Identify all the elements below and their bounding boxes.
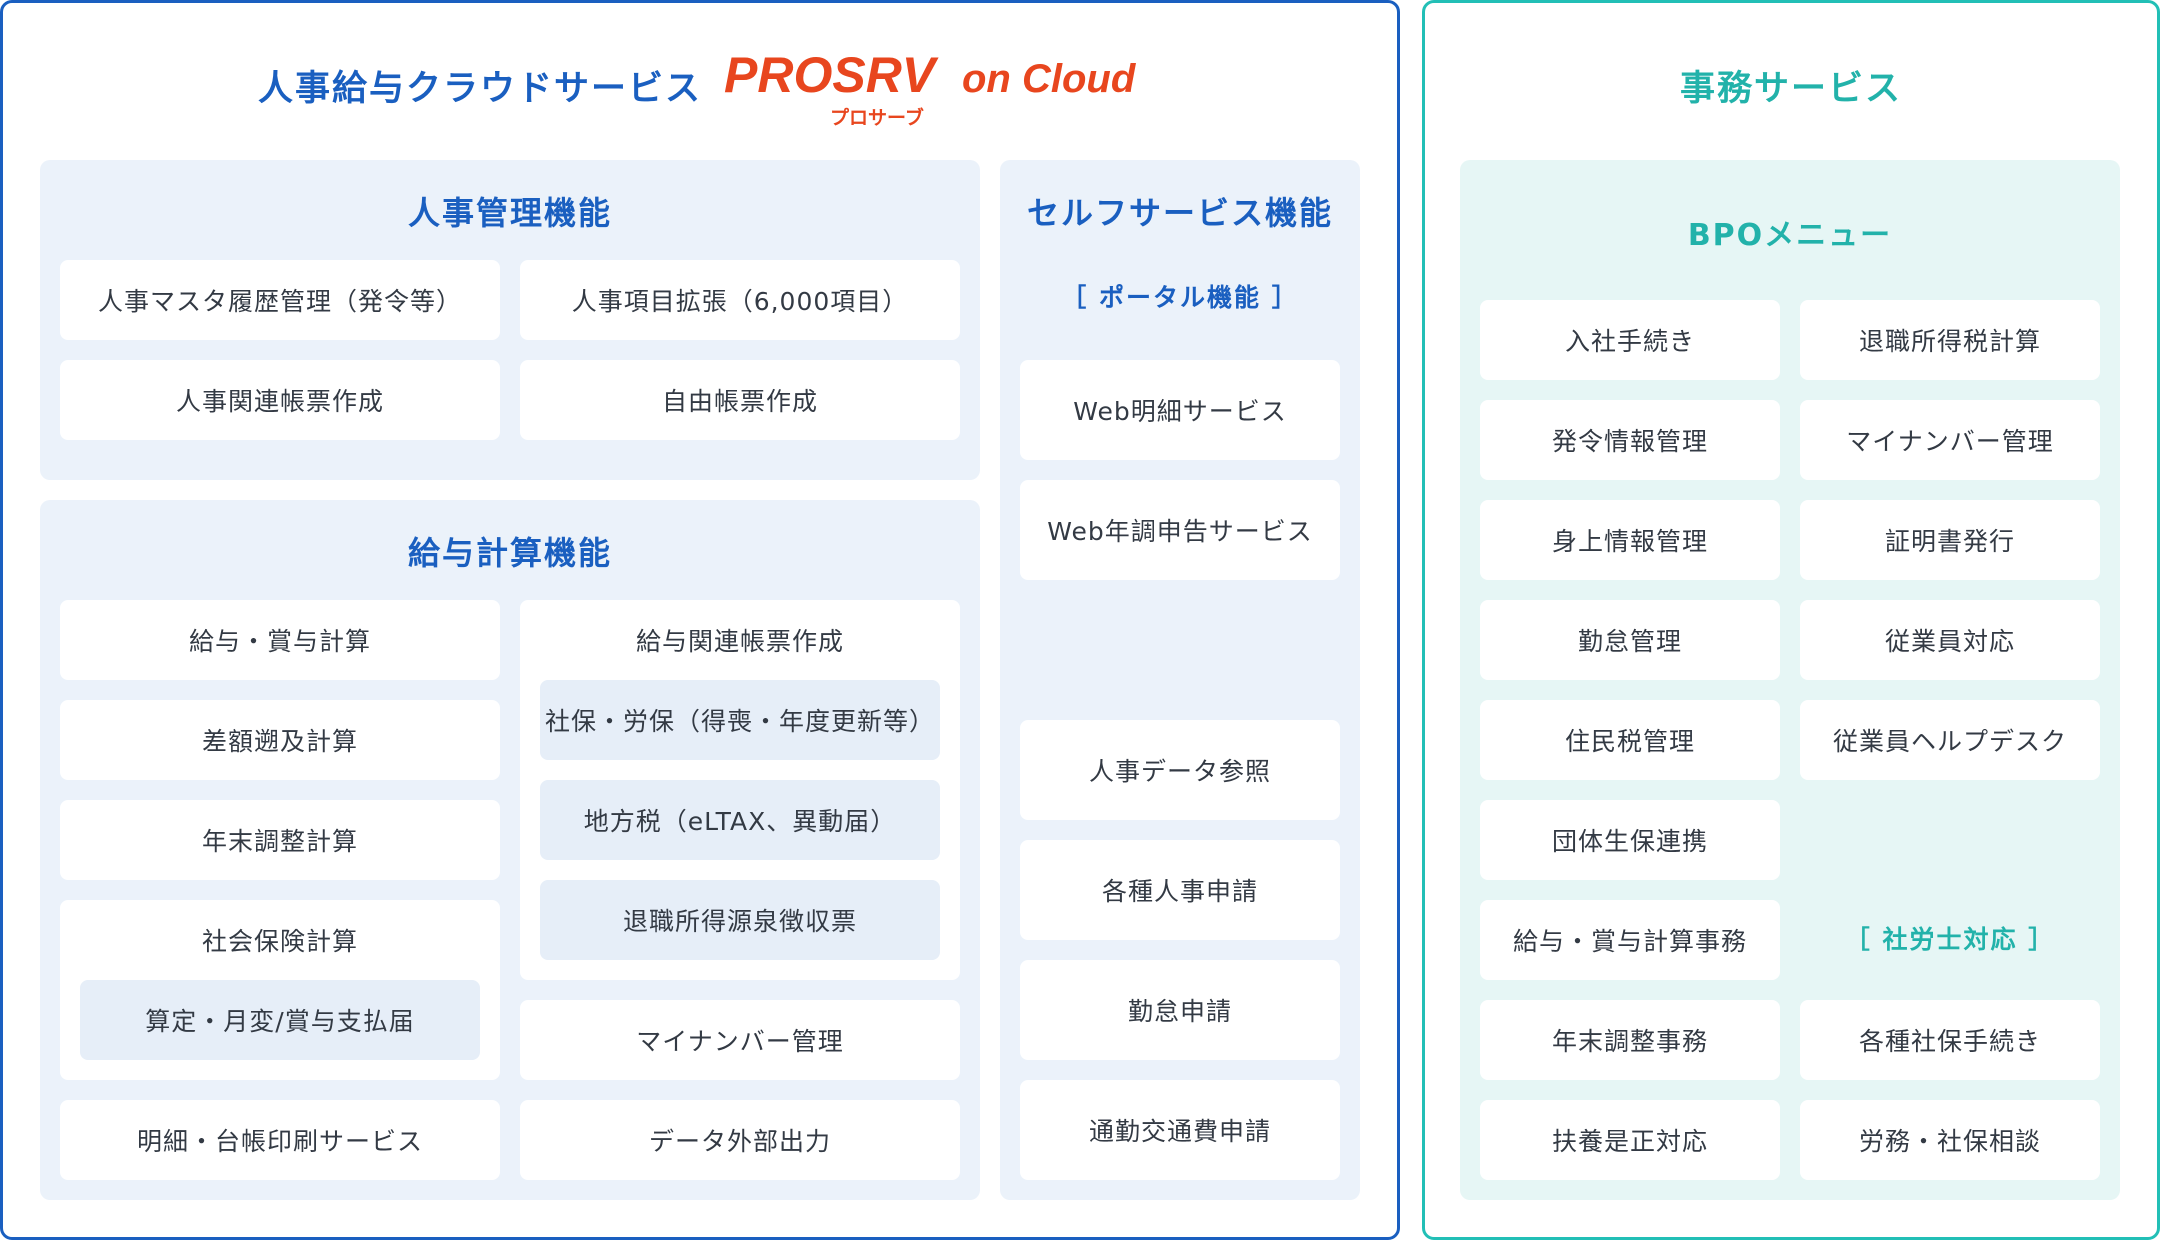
- bpo-item: 勤怠管理: [1480, 600, 1780, 680]
- personnel-title: 人事管理機能: [407, 194, 612, 232]
- hr-payroll-title: 人事給与クラウドサービス: [258, 69, 703, 109]
- payroll-item: マイナンバー管理: [520, 1000, 960, 1080]
- bpo-item: 退職所得税計算: [1800, 300, 2100, 380]
- portal-item: Web明細サービス: [1020, 360, 1340, 460]
- prosrv-logo: PROSRV on Cloud プロサーブ: [724, 48, 1137, 129]
- payroll-title: 給与計算機能: [407, 534, 612, 572]
- bpo-item: 入社手続き: [1480, 300, 1780, 380]
- logo-brand-text: PROSRV: [724, 48, 939, 103]
- self-service-item: 通勤交通費申請: [1020, 1080, 1340, 1180]
- personnel-item: 自由帳票作成: [520, 360, 960, 440]
- payroll-report-sub: 退職所得源泉徴収票: [540, 880, 940, 960]
- logo-reading-text: プロサーブ: [830, 106, 924, 129]
- sharoushi-item: 労務・社保相談: [1800, 1100, 2100, 1180]
- bpo-item: 身上情報管理: [1480, 500, 1780, 580]
- bpo-item: 従業員対応: [1800, 600, 2100, 680]
- self-service-item: 各種人事申請: [1020, 840, 1340, 940]
- bpo-item: 住民税管理: [1480, 700, 1780, 780]
- payroll-item: 年末調整計算: [60, 800, 500, 880]
- social-insurance-label: 社会保険計算: [201, 927, 358, 956]
- portal-tag: ［ ポータル機能 ］: [1061, 283, 1299, 312]
- portal-item: Web年調申告サービス: [1020, 480, 1340, 580]
- bpo-item: 年末調整事務: [1480, 1000, 1780, 1080]
- bpo-item: 扶養是正対応: [1480, 1100, 1780, 1180]
- payroll-reports-label: 給与関連帳票作成: [635, 627, 844, 656]
- bpo-item: 証明書発行: [1800, 500, 2100, 580]
- payroll-item: 差額遡及計算: [60, 700, 500, 780]
- payroll-item: データ外部出力: [520, 1100, 960, 1180]
- bpo-item: 従業員ヘルプデスク: [1800, 700, 2100, 780]
- payroll-report-sub: 社保・労保（得喪・年度更新等）: [540, 680, 940, 760]
- bpo-item: 団体生保連携: [1480, 800, 1780, 880]
- payroll-report-sub: 地方税（eLTAX、異動届）: [540, 780, 940, 860]
- payroll-item: 給与・賞与計算: [60, 600, 500, 680]
- logo-suffix-text: on Cloud: [962, 57, 1137, 101]
- sharoushi-item: 各種社保手続き: [1800, 1000, 2100, 1080]
- bpo-item: マイナンバー管理: [1800, 400, 2100, 480]
- bpo-title: BPOメニュー: [1687, 218, 1893, 253]
- sharoushi-tag: ［ 社労士対応 ］: [1844, 925, 2056, 954]
- bpo-item: 発令情報管理: [1480, 400, 1780, 480]
- social-insurance-sub: 算定・月変/賞与支払届: [80, 980, 480, 1060]
- self-service-title: セルフサービス機能: [1026, 194, 1333, 232]
- office-service-title: 事務サービス: [1679, 69, 1902, 109]
- self-service-item: 人事データ参照: [1020, 720, 1340, 820]
- personnel-item: 人事関連帳票作成: [60, 360, 500, 440]
- personnel-item: 人事項目拡張（6,000項目）: [520, 260, 960, 340]
- self-service-item: 勤怠申請: [1020, 960, 1340, 1060]
- payroll-item: 明細・台帳印刷サービス: [60, 1100, 500, 1180]
- bpo-item: 給与・賞与計算事務: [1480, 900, 1780, 980]
- personnel-item: 人事マスタ履歴管理（発令等）: [60, 260, 500, 340]
